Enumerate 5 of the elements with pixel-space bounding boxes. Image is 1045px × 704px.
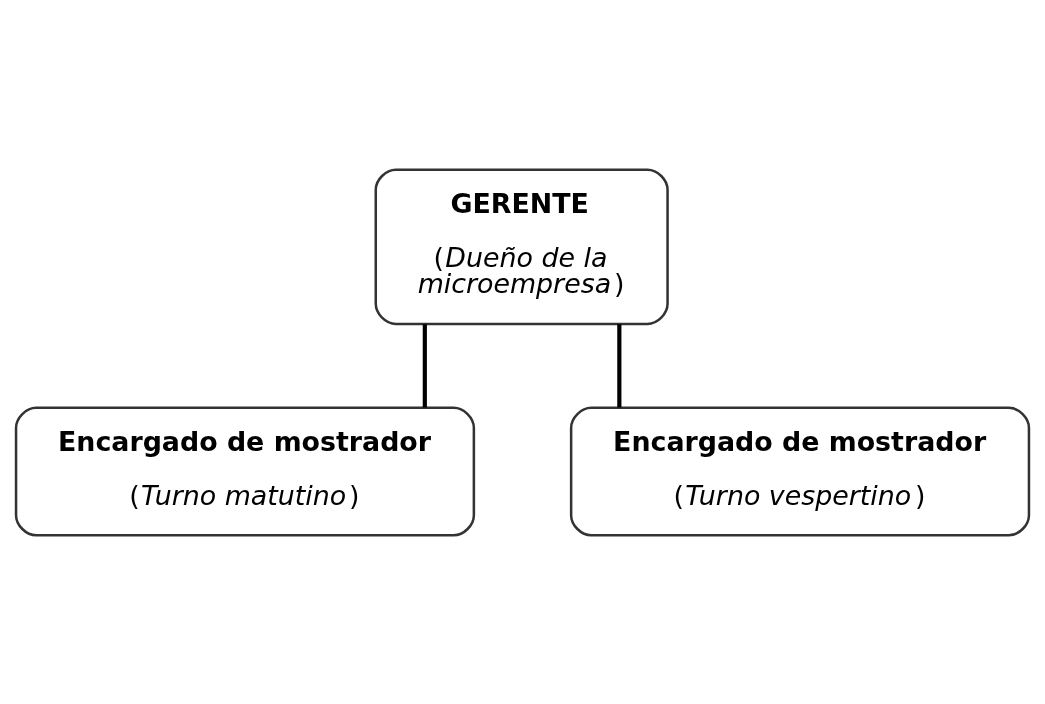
node-box: Encargado de mostrador (Turno matutino) <box>14 406 476 537</box>
connector <box>422 323 427 407</box>
node-box: GERENTE (Dueño de la microempresa) <box>374 167 669 325</box>
connector <box>617 323 622 407</box>
node-box: Encargado de mostrador (Turno vespertino) <box>569 406 1031 537</box>
